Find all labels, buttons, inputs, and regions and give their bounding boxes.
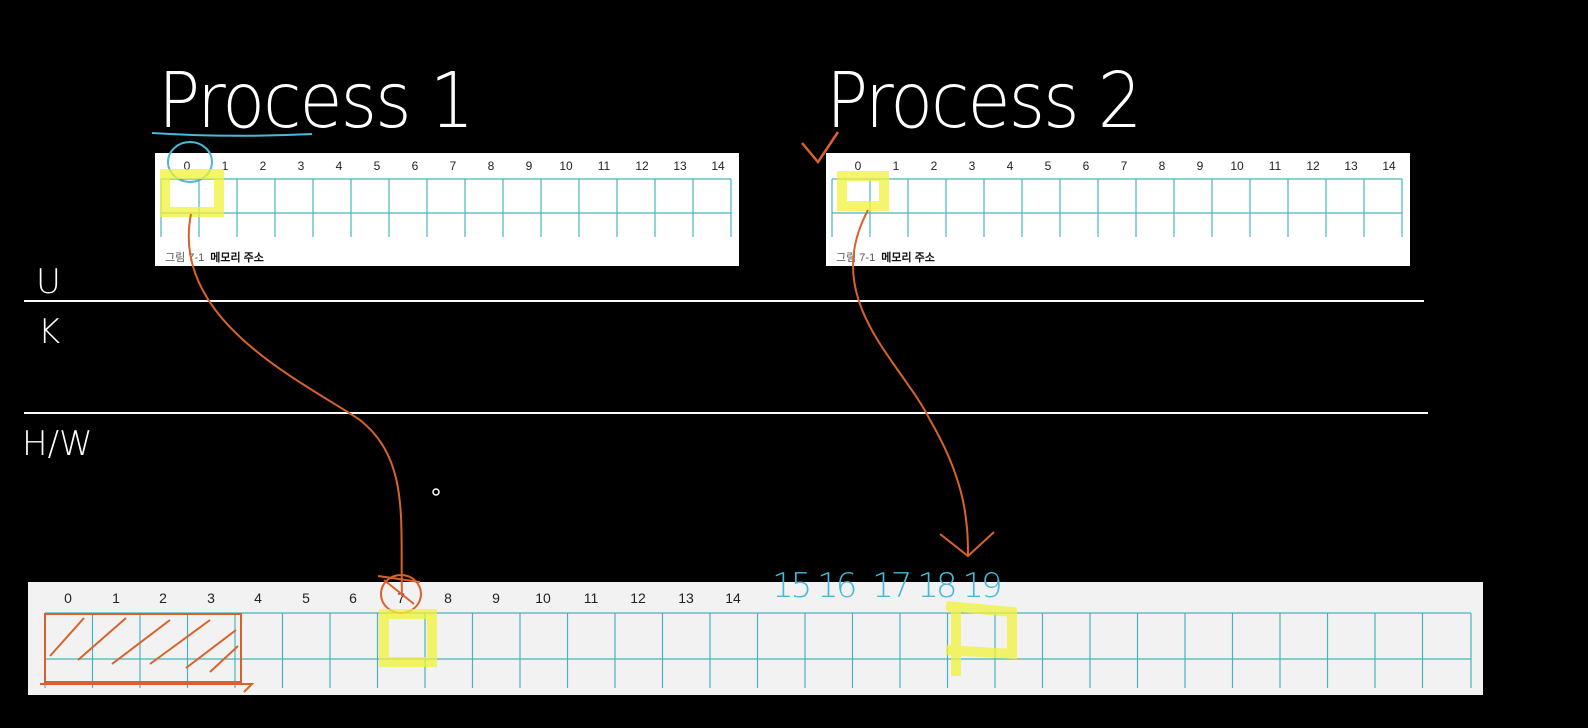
address-label: 5 bbox=[302, 590, 310, 606]
address-label: 0 bbox=[854, 159, 862, 173]
figure-caption: 그림 7-1 메모리 주소 bbox=[165, 249, 264, 265]
caption-title: 메모리 주소 bbox=[210, 252, 264, 264]
process2-memory-panel: 0 1 2 3 4 5 6 7 8 9 10 11 12 13 14 그림 7-… bbox=[826, 153, 1410, 266]
address-label: 4 bbox=[335, 159, 343, 173]
mapping-arrow bbox=[187, 213, 403, 597]
handwritten-address: 16 bbox=[817, 566, 857, 606]
caption-label: 그림 7-1 bbox=[165, 252, 205, 264]
address-label: 6 bbox=[1082, 159, 1090, 173]
address-label: 10 bbox=[559, 159, 573, 173]
address-label: 12 bbox=[630, 590, 646, 606]
address-label: 10 bbox=[535, 590, 551, 606]
caption-title: 메모리 주소 bbox=[881, 252, 935, 264]
address-label: 0 bbox=[183, 159, 191, 173]
address-label: 14 bbox=[711, 159, 725, 173]
address-label: 2 bbox=[930, 159, 938, 173]
address-label: 11 bbox=[597, 159, 611, 173]
address-label: 2 bbox=[159, 590, 167, 606]
process1-title: Process 1 bbox=[158, 55, 474, 146]
address-label: 9 bbox=[492, 590, 500, 606]
process2-title: Process 2 bbox=[826, 55, 1142, 146]
address-label: 12 bbox=[635, 159, 649, 173]
user-layer-label: U bbox=[36, 262, 61, 302]
highlight-mark bbox=[837, 171, 889, 211]
kernel-hardware-divider bbox=[24, 412, 1428, 414]
reserved-underline bbox=[40, 683, 255, 693]
address-label: 11 bbox=[1268, 159, 1282, 173]
address-label: 4 bbox=[1006, 159, 1014, 173]
address-label: 8 bbox=[444, 590, 452, 606]
hatch-lines bbox=[49, 617, 239, 673]
address-label: 14 bbox=[1382, 159, 1396, 173]
check-mark bbox=[801, 131, 840, 165]
mapping-arrow bbox=[852, 209, 969, 557]
reserved-region bbox=[44, 613, 242, 683]
arrowhead bbox=[939, 531, 995, 558]
address-label: 7 bbox=[449, 159, 457, 173]
handwritten-address: 19 bbox=[962, 566, 1002, 606]
address-label: 3 bbox=[207, 590, 215, 606]
cross-mark bbox=[377, 575, 421, 605]
address-circle bbox=[167, 141, 213, 183]
address-label: 10 bbox=[1230, 159, 1244, 173]
address-label: 5 bbox=[1044, 159, 1052, 173]
handwritten-address: 18 bbox=[917, 566, 957, 606]
figure-caption: 그림 7-1 메모리 주소 bbox=[836, 249, 935, 265]
address-label: 13 bbox=[673, 159, 687, 173]
address-label: 11 bbox=[583, 590, 599, 606]
address-label: 2 bbox=[259, 159, 267, 173]
address-label: 6 bbox=[349, 590, 357, 606]
address-label: 0 bbox=[64, 590, 72, 606]
address-label: 4 bbox=[254, 590, 262, 606]
process2-memory-grid bbox=[831, 178, 1403, 237]
physical-memory-panel: 0 1 2 3 4 5 6 7 8 9 10 11 12 13 14 bbox=[28, 582, 1483, 695]
physical-memory-grid bbox=[44, 612, 1472, 688]
address-label: 3 bbox=[968, 159, 976, 173]
highlight-mark bbox=[945, 601, 1017, 676]
address-label: 5 bbox=[373, 159, 381, 173]
address-label: 7 bbox=[1120, 159, 1128, 173]
title-underline bbox=[151, 132, 313, 137]
address-label: 8 bbox=[1158, 159, 1166, 173]
user-kernel-divider bbox=[24, 300, 1424, 302]
hardware-layer-label: H/W bbox=[22, 424, 93, 464]
address-label: 8 bbox=[487, 159, 495, 173]
address-label: 1 bbox=[221, 159, 229, 173]
address-label: 9 bbox=[1196, 159, 1204, 173]
address-label: 1 bbox=[892, 159, 900, 173]
caption-label: 그림 7-1 bbox=[836, 252, 876, 264]
handwritten-address: 15 bbox=[772, 566, 812, 606]
address-label: 13 bbox=[678, 590, 694, 606]
kernel-layer-label: K bbox=[38, 312, 61, 352]
address-label: 7 bbox=[397, 590, 405, 606]
highlight-mark bbox=[379, 609, 437, 667]
address-label: 1 bbox=[112, 590, 120, 606]
address-label: 14 bbox=[725, 590, 741, 606]
address-label: 9 bbox=[525, 159, 533, 173]
address-label: 6 bbox=[411, 159, 419, 173]
pointer-dot bbox=[432, 488, 440, 496]
handwritten-address: 17 bbox=[872, 566, 912, 606]
address-label: 13 bbox=[1344, 159, 1358, 173]
address-label: 3 bbox=[297, 159, 305, 173]
address-label: 12 bbox=[1306, 159, 1320, 173]
highlight-mark bbox=[160, 169, 224, 217]
handwritten-addresses: 15 16 17 18 19 bbox=[772, 566, 1003, 606]
